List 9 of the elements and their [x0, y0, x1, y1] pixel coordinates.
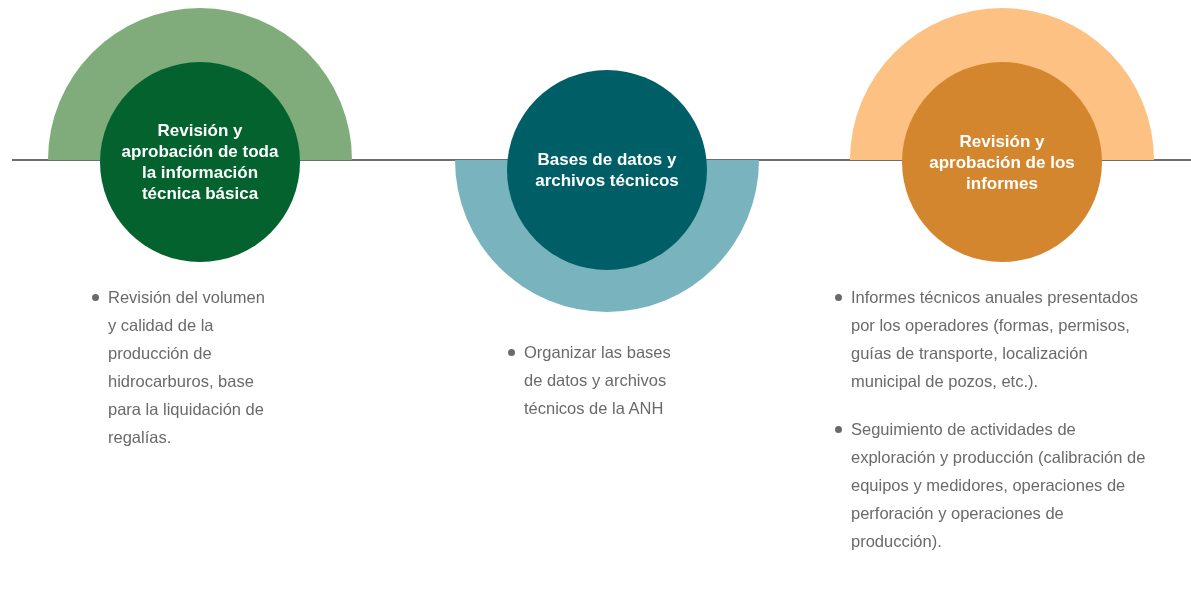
bullet-text: Seguimiento de actividades de exploración y producción (calibración de equipos y medidores, operaciones de perforación y operaciones de producción).: [835, 415, 1155, 555]
bullet-text: Organizar las bases de datos y archivos técnicos de la ANH: [508, 338, 688, 422]
node-title: Bases de datos y archivos técnicos: [534, 149, 680, 191]
circle-node: [48, 8, 352, 262]
circle-node: [850, 8, 1154, 262]
node-title: Revisión y aprobación de los informes: [928, 130, 1076, 194]
bullet-text: Informes técnicos anuales presentados por los operadores (formas, permisos, guías de transporte, localización municipal de pozos, etc.).: [835, 283, 1155, 395]
node-title: Revisión y aprobación de toda la información técnica básica: [120, 120, 280, 204]
bullet-text: Revisión del volumen y calidad de la producción de hidrocarburos, base para la liquidación de regalías.: [92, 283, 277, 451]
